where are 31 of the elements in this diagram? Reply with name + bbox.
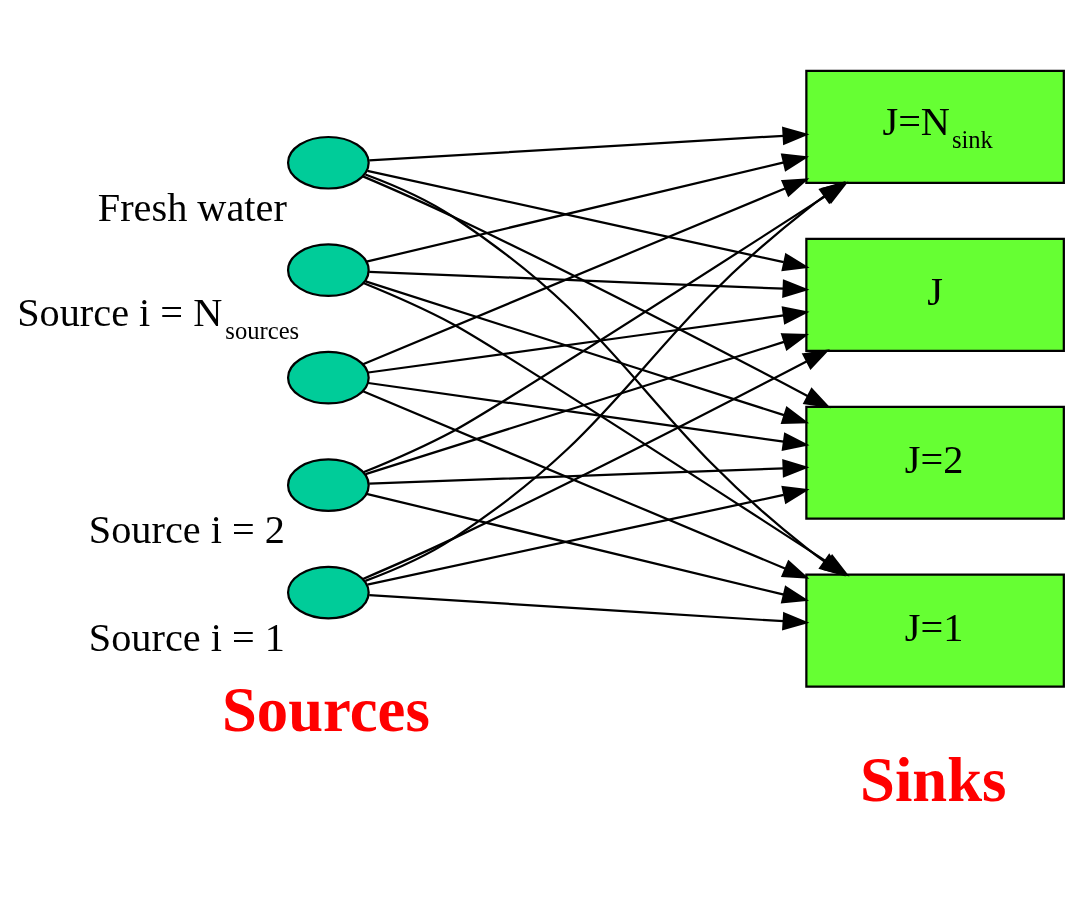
arrow <box>369 270 810 298</box>
node-label: Fresh water <box>97 184 287 230</box>
arrow <box>369 593 810 631</box>
arrow <box>366 492 810 604</box>
node-label: Source i = 2 <box>88 506 285 552</box>
node-box: J <box>805 237 1065 352</box>
arrow <box>369 458 810 485</box>
node-ellipse <box>286 350 370 405</box>
label: Sinks <box>860 744 1007 815</box>
node-ellipse <box>286 565 370 619</box>
arrow <box>368 381 810 451</box>
node-ellipse <box>286 242 370 297</box>
arrow <box>367 485 810 586</box>
node-ellipse <box>286 457 370 512</box>
arrow <box>365 279 810 424</box>
node-ellipse <box>286 135 370 190</box>
label: Sources <box>222 674 430 745</box>
arrow <box>368 305 810 374</box>
arrow <box>367 169 810 271</box>
arrow <box>369 125 810 162</box>
node-box: J=2 <box>805 405 1065 520</box>
node-label: Source i = 1 <box>88 614 285 660</box>
node-box: J=N$_{sink}$ <box>805 69 1065 184</box>
arrow <box>362 174 831 408</box>
node-box: J=1 <box>805 573 1065 688</box>
arrow <box>365 332 810 475</box>
arrow <box>362 389 810 579</box>
arrow <box>362 348 830 580</box>
node-label: Source i = N$_{sources}$ <box>17 289 300 344</box>
arrow <box>366 152 810 263</box>
arrow <box>362 177 810 365</box>
